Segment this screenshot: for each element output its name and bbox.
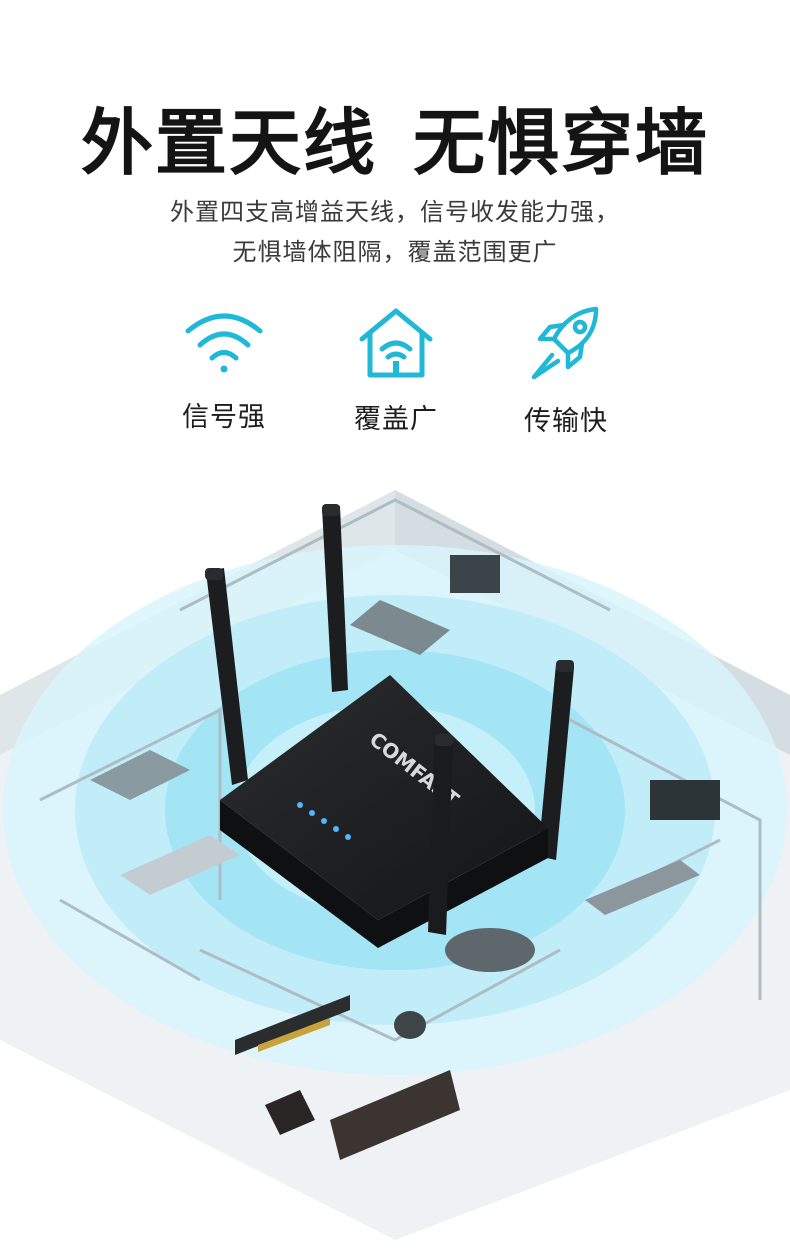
house-interior: [39, 498, 762, 1042]
status-leds: [297, 802, 351, 840]
subtitle-line-2: 无惧墙体阻隔，覆盖范围更广: [232, 238, 558, 266]
feature-signal: 信号强: [159, 305, 289, 434]
antenna-front: [428, 734, 453, 935]
furniture: [90, 555, 720, 1160]
feature-coverage: 覆盖广: [331, 305, 461, 436]
antenna-back-right: [538, 660, 574, 860]
router-body-side: [220, 800, 548, 948]
feature-label-coverage: 覆盖广: [354, 404, 438, 435]
headline: 外置天线无惧穿墙: [0, 84, 790, 189]
feature-label-signal: 信号强: [182, 402, 266, 433]
rocket-icon: [531, 306, 599, 380]
feature-label-speed: 传输快: [524, 406, 608, 437]
subtitle-line-1: 外置四支高增益天线，信号收发能力强，: [170, 198, 620, 226]
headline-part-1: 外置天线: [80, 101, 377, 185]
antenna-back-center: [322, 504, 348, 692]
router-body-top: [220, 675, 548, 920]
home-wifi-icon: [359, 308, 433, 378]
wifi-icon: [185, 313, 263, 373]
antenna-back-left: [205, 568, 248, 785]
headline-part-2: 无惧穿墙: [413, 101, 710, 185]
feature-speed: 传输快: [501, 305, 631, 438]
house-coverage-illustration: COMFAST: [0, 490, 790, 1240]
router: COMFAST: [205, 504, 574, 948]
